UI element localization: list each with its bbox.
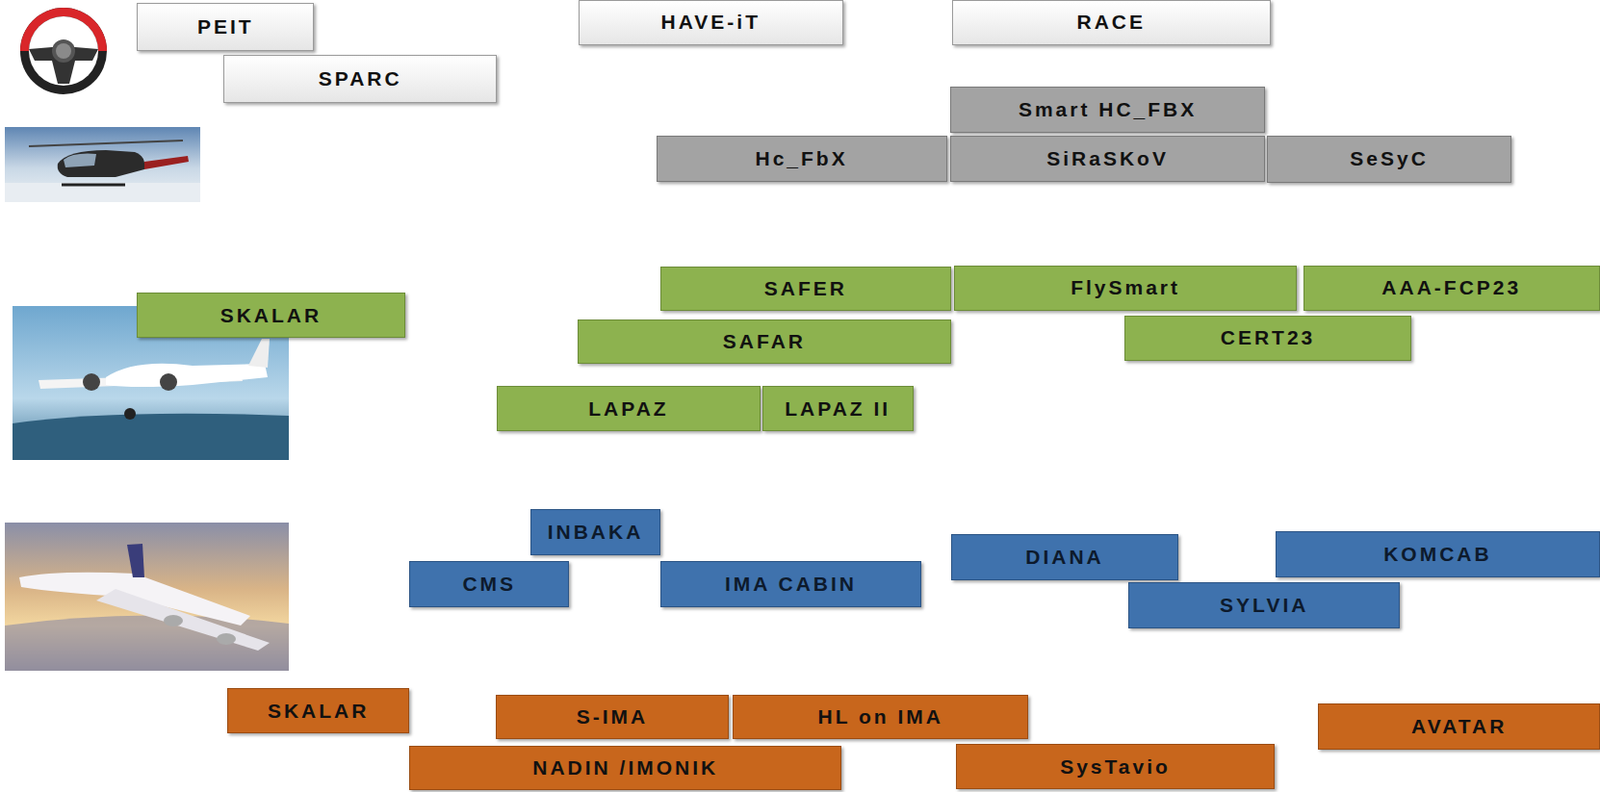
- project-name: KOMCAB: [1383, 542, 1493, 567]
- project-box: SKALAR: [136, 292, 406, 338]
- project-name: AAA-FCP23: [1381, 276, 1522, 300]
- project-box: AVATAR: [1317, 703, 1600, 750]
- project-name: PEIT: [197, 15, 255, 39]
- project-box: CERT23: [1124, 315, 1412, 362]
- helicopter-tail: [144, 155, 189, 170]
- project-box: NADIN /IMONIK: [409, 746, 842, 792]
- project-name: LAPAZ: [588, 397, 669, 421]
- project-box: SeSyC: [1266, 135, 1511, 183]
- project-box: FlySmart: [954, 265, 1297, 312]
- project-name: SiRaSKoV: [1046, 147, 1169, 171]
- project-box: IMA CABIN: [660, 561, 922, 608]
- project-box: KOMCAB: [1275, 531, 1600, 578]
- project-name: IMA CABIN: [724, 572, 857, 596]
- project-name: CERT23: [1220, 326, 1317, 350]
- project-name: SeSyC: [1349, 147, 1429, 171]
- project-box: LAPAZ: [496, 386, 760, 433]
- project-name: CMS: [462, 572, 517, 596]
- project-box: SAFER: [660, 266, 952, 312]
- helicopter-body: [57, 150, 146, 178]
- project-box: CMS: [409, 561, 569, 608]
- project-box: SAFAR: [577, 319, 952, 365]
- rotor: [28, 140, 183, 147]
- project-name: SYLVIA: [1219, 593, 1309, 618]
- project-name: SAFER: [764, 277, 848, 301]
- steering-wheel-icon: [20, 7, 107, 95]
- project-box: LAPAZ II: [762, 386, 914, 433]
- project-name: RACE: [1077, 10, 1147, 34]
- wheel-rim: [20, 7, 107, 95]
- project-name: FlySmart: [1070, 276, 1181, 300]
- photo-sea: [12, 413, 289, 461]
- project-box: DIANA: [951, 534, 1179, 581]
- project-box: INBAKA: [530, 509, 661, 556]
- project-name: SKALAR: [267, 699, 370, 723]
- project-name: SKALAR: [220, 304, 323, 328]
- engine: [82, 373, 101, 391]
- airliner-fin: [127, 543, 145, 578]
- project-name: LAPAZ II: [784, 397, 891, 421]
- helicopter-photo: [4, 127, 201, 203]
- project-name: S-IMA: [576, 705, 649, 729]
- project-name: AVATAR: [1411, 715, 1507, 739]
- project-name: HAVE-iT: [661, 10, 761, 34]
- photo-sky: [4, 522, 289, 671]
- skid: [61, 183, 126, 187]
- project-name: DIANA: [1025, 545, 1105, 569]
- project-box: HL on IMA: [732, 695, 1029, 741]
- wheel-badge: [55, 43, 72, 59]
- airliner-wing: [96, 589, 270, 651]
- engine: [216, 633, 236, 646]
- project-box: SKALAR: [227, 688, 410, 734]
- wheel-hub: [51, 39, 76, 63]
- gear: [124, 408, 136, 420]
- project-name: NADIN /IMONIK: [532, 756, 719, 780]
- photo-snow: [4, 182, 201, 203]
- photo-sky: [4, 127, 201, 203]
- engine: [163, 615, 183, 627]
- project-box: SYLVIA: [1128, 582, 1400, 629]
- project-box: S-IMA: [495, 695, 729, 741]
- aircraft-fuselage: [105, 363, 268, 388]
- engine: [159, 373, 178, 391]
- wheel-inner: [28, 16, 99, 86]
- helicopter-window: [63, 154, 97, 168]
- project-box: SiRaSKoV: [950, 135, 1266, 182]
- project-box: HAVE-iT: [578, 0, 844, 46]
- project-name: SPARC: [318, 67, 403, 91]
- airliner-photo: [4, 522, 289, 671]
- project-box: Hc_FbX: [656, 135, 948, 182]
- project-box: Smart HC_FBX: [950, 86, 1266, 133]
- project-box: RACE: [952, 0, 1271, 46]
- aircraft-fin: [248, 338, 270, 368]
- project-name: Hc_FbX: [754, 147, 848, 171]
- project-name: INBAKA: [547, 520, 645, 544]
- project-box: AAA-FCP23: [1303, 265, 1600, 312]
- project-box: SPARC: [223, 54, 497, 104]
- project-box: PEIT: [136, 2, 314, 52]
- project-name: Smart HC_FBX: [1018, 98, 1197, 122]
- project-name: SysTavio: [1059, 755, 1171, 779]
- project-name: SAFAR: [722, 330, 806, 354]
- project-name: HL on IMA: [818, 705, 944, 729]
- project-box: SysTavio: [955, 744, 1275, 791]
